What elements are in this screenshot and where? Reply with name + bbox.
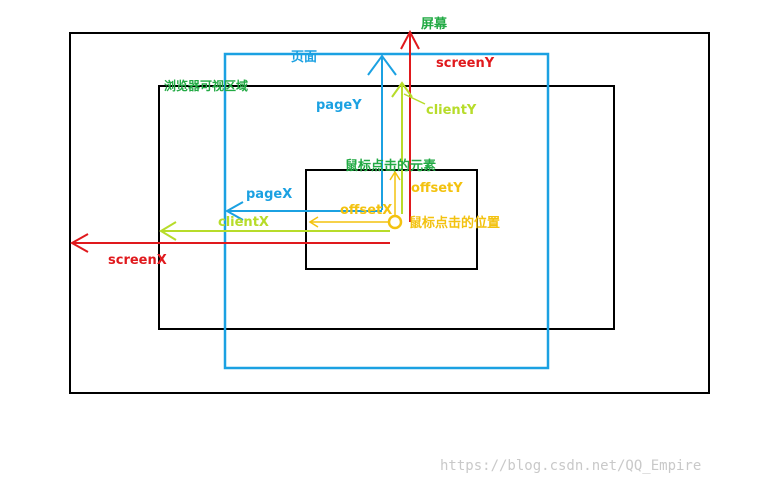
label-clientX: clientX <box>218 215 269 230</box>
label-pageX: pageX <box>246 187 292 202</box>
screenX-arrow <box>69 233 390 253</box>
clientX-arrow <box>159 221 390 241</box>
screenY-arrow <box>400 29 420 222</box>
offsetY-arrow <box>389 170 401 218</box>
label-screenX: screenX <box>108 253 167 268</box>
clientY-pointer <box>403 93 426 105</box>
element-frame <box>305 169 478 270</box>
label-clientY: clientY <box>426 103 477 118</box>
viewport-frame <box>158 85 615 330</box>
watermark: https://blog.csdn.net/QQ_Empire <box>440 458 701 474</box>
label-screen: 屏幕 <box>421 16 448 32</box>
label-offsetX: offsetX <box>340 203 392 218</box>
label-screenY: screenY <box>436 56 495 71</box>
label-viewport: 浏览器可视区域 <box>164 78 248 93</box>
screen-frame <box>69 32 710 394</box>
label-pageY: pageY <box>316 98 362 113</box>
label-page: 页面 <box>291 50 317 65</box>
label-offsetY: offsetY <box>411 181 463 196</box>
mouse-click-point <box>387 214 403 230</box>
label-mouse-position: 鼠标点击的位置 <box>409 215 500 231</box>
pageY-arrow <box>367 54 397 210</box>
clientY-arrow <box>391 81 413 214</box>
label-element: 鼠标点击的元素 <box>345 158 436 174</box>
pageX-arrow <box>224 201 382 221</box>
offsetX-arrow <box>308 216 389 228</box>
